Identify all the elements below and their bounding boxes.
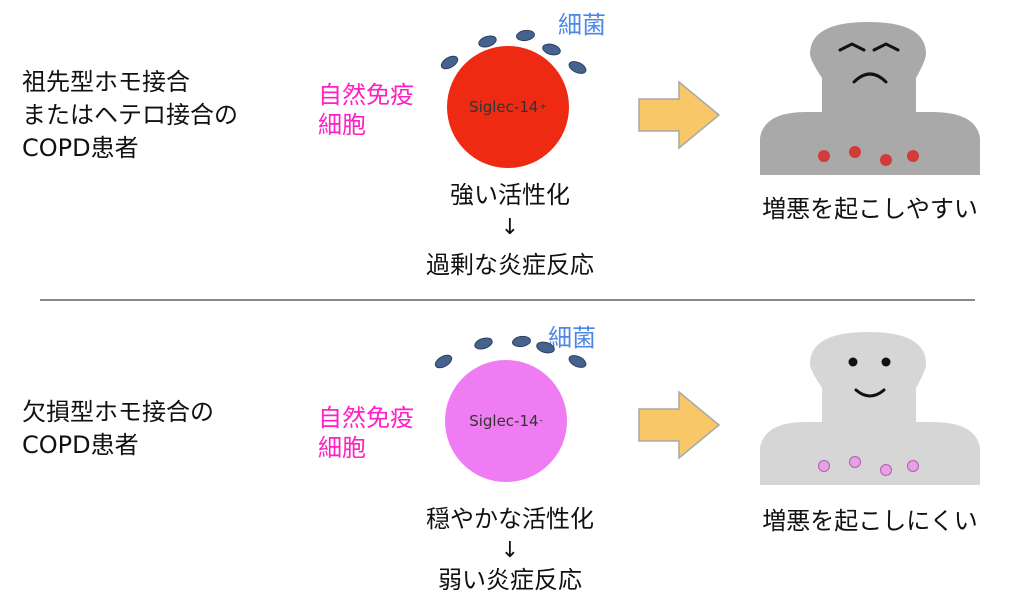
immune-cell-siglec14-positive: Siglec-14+	[447, 46, 569, 168]
bacterium-icon	[438, 52, 461, 73]
right-block-arrow-icon	[638, 390, 721, 460]
outcome-text-row2: 増悪を起こしにくい	[762, 507, 978, 535]
down-arrow-icon: ↓	[500, 215, 520, 240]
group-line: COPD患者	[22, 431, 139, 459]
cell-marker-label: Siglec-14	[469, 412, 539, 430]
cell-marker-label: Siglec-14	[469, 98, 539, 116]
reaction-text-row2: 弱い炎症反応	[438, 566, 582, 594]
cell-label-row1: 自然免疫 細胞	[318, 80, 414, 140]
cell-marker-sup: -	[539, 416, 543, 426]
bacterium-icon	[515, 28, 536, 43]
bacterium-icon	[472, 335, 495, 352]
immune-cell-siglec14-negative: Siglec-14-	[445, 360, 567, 482]
bacteria-label-row1: 細菌	[558, 11, 606, 39]
activation-text-row2: 穏やかな活性化	[426, 505, 594, 533]
bacterium-icon	[566, 352, 589, 371]
cell-label-line: 細胞	[318, 111, 366, 139]
patient-healthy-face-icon	[760, 332, 980, 485]
group-line: またはヘテロ接合の	[22, 101, 238, 129]
cell-label-row2: 自然免疫 細胞	[318, 403, 414, 463]
reaction-text-row1: 過剰な炎症反応	[426, 251, 594, 279]
group-label-row1: 祖先型ホモ接合 またはヘテロ接合の COPD患者	[22, 66, 238, 165]
group-label-row2: 欠損型ホモ接合の COPD患者	[22, 396, 214, 462]
down-arrow-icon: ↓	[500, 538, 520, 563]
cell-marker-sup: +	[539, 102, 547, 112]
activation-text-row1: 強い活性化	[450, 181, 570, 209]
row-divider	[40, 299, 975, 301]
bacterium-icon	[566, 58, 589, 77]
group-line: 欠損型ホモ接合の	[22, 398, 214, 426]
bacteria-label-row2: 細菌	[548, 324, 596, 352]
outcome-text-row1: 増悪を起こしやすい	[762, 195, 978, 223]
group-line: COPD患者	[22, 134, 139, 162]
group-line: 祖先型ホモ接合	[22, 68, 190, 96]
cell-label-line: 細胞	[318, 434, 366, 462]
right-block-arrow-icon	[638, 80, 721, 150]
bacterium-icon	[540, 41, 563, 58]
bacterium-icon	[511, 334, 532, 349]
cell-label-line: 自然免疫	[318, 404, 414, 432]
cell-label-line: 自然免疫	[318, 81, 414, 109]
patient-sick-face-icon	[760, 22, 980, 175]
bacterium-icon	[432, 351, 455, 372]
